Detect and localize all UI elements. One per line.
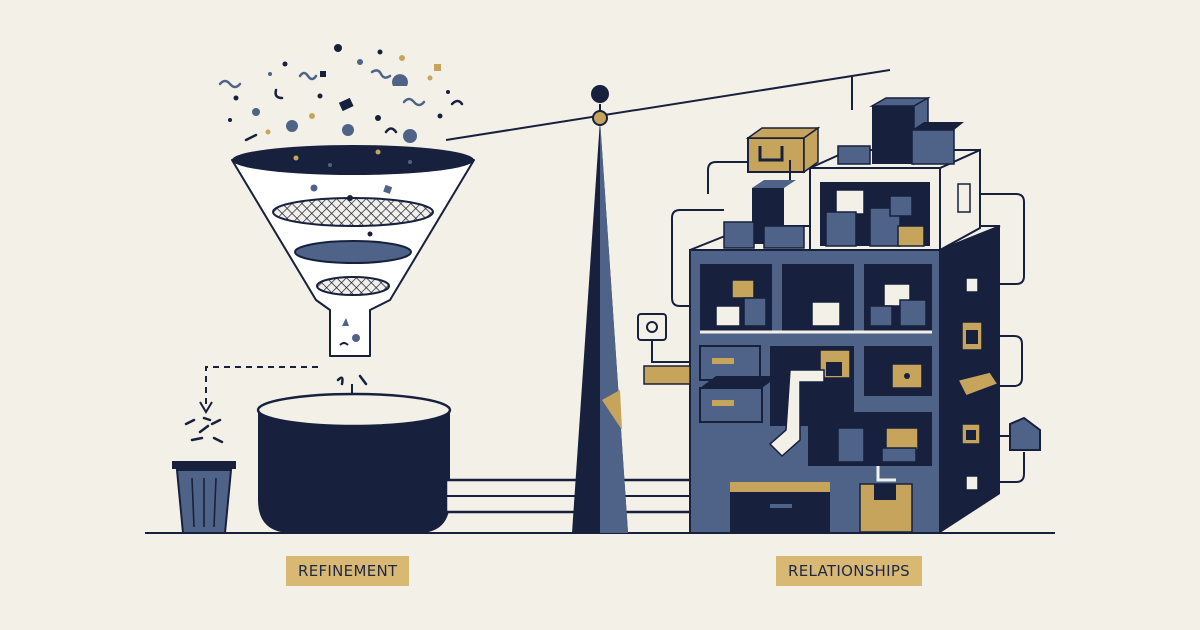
valve-lever bbox=[637, 313, 691, 385]
filter-funnel bbox=[231, 145, 475, 357]
balance-needle bbox=[445, 69, 891, 533]
discard-arrow bbox=[205, 366, 318, 404]
falling-drops bbox=[336, 374, 368, 386]
upper-crates bbox=[809, 96, 981, 252]
collection-vat bbox=[256, 392, 452, 533]
relationships-label: RELATIONSHIPS bbox=[776, 556, 923, 586]
refinement-label: REFINEMENT bbox=[286, 556, 410, 586]
linked-boxes bbox=[671, 126, 821, 307]
trash-bin-icon bbox=[172, 416, 236, 534]
raw-particles bbox=[218, 44, 464, 143]
